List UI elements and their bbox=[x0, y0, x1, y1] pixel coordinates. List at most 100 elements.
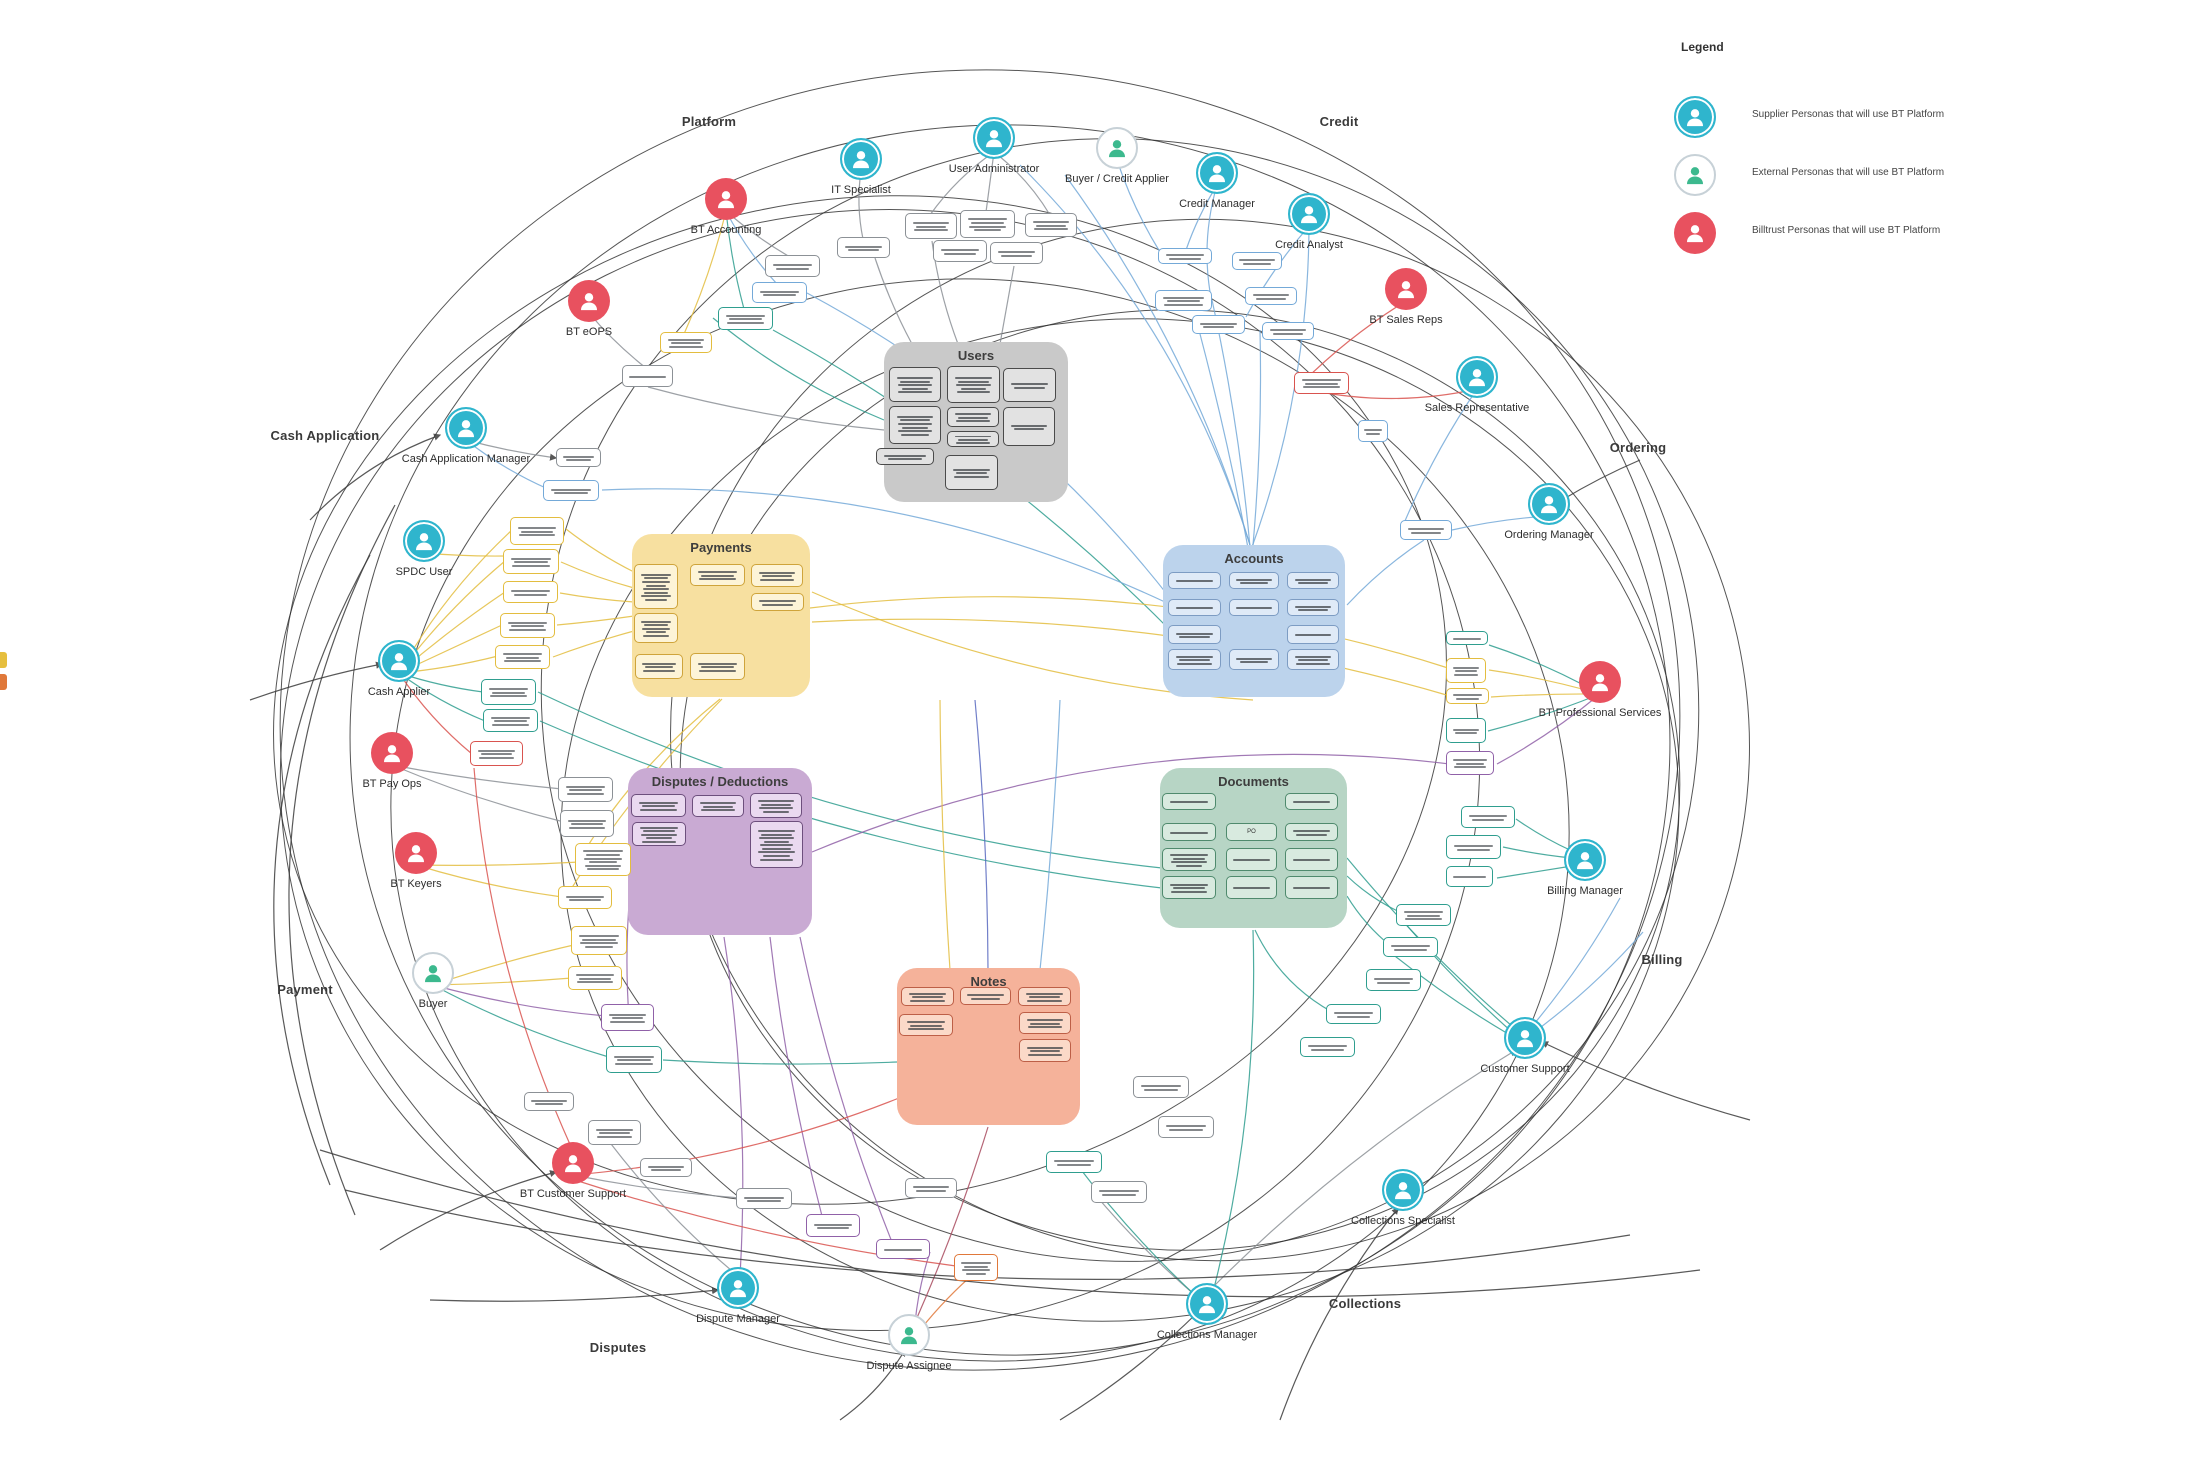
supplier-persona-icon[interactable] bbox=[717, 1267, 759, 1309]
persona-dispute-assignee[interactable]: Dispute Assignee bbox=[867, 1314, 952, 1372]
feature-node[interactable] bbox=[1446, 688, 1489, 704]
feature-node[interactable] bbox=[483, 709, 538, 732]
feature-node[interactable] bbox=[510, 517, 564, 545]
persona-collections-specialist[interactable]: Collections Specialist bbox=[1351, 1169, 1455, 1227]
persona-billing-manager[interactable]: Billing Manager bbox=[1547, 839, 1623, 897]
feature-node[interactable] bbox=[837, 237, 890, 258]
external-persona-icon[interactable] bbox=[412, 952, 454, 994]
feature-node[interactable] bbox=[736, 1188, 792, 1209]
feature-node[interactable] bbox=[1046, 1151, 1102, 1173]
feature-node[interactable] bbox=[558, 777, 613, 802]
feature-node[interactable] bbox=[1287, 649, 1339, 670]
persona-ordering-manager[interactable]: Ordering Manager bbox=[1504, 483, 1594, 541]
feature-node[interactable] bbox=[960, 987, 1011, 1005]
feature-node[interactable] bbox=[606, 1046, 662, 1073]
persona-collections-manager[interactable]: Collections Manager bbox=[1157, 1283, 1257, 1341]
feature-node[interactable] bbox=[1158, 248, 1212, 264]
feature-node[interactable] bbox=[954, 1254, 998, 1281]
billtrust-persona-icon[interactable] bbox=[568, 280, 610, 322]
cluster-accounts[interactable]: Accounts bbox=[1163, 545, 1345, 697]
feature-node[interactable] bbox=[1226, 848, 1277, 871]
feature-node[interactable] bbox=[1446, 718, 1486, 743]
feature-node[interactable] bbox=[1294, 372, 1349, 394]
supplier-persona-icon[interactable] bbox=[840, 138, 882, 180]
feature-node[interactable] bbox=[889, 367, 941, 402]
supplier-persona-icon[interactable] bbox=[1288, 193, 1330, 235]
feature-node[interactable] bbox=[690, 653, 745, 680]
feature-node[interactable] bbox=[622, 365, 673, 387]
persona-bt-pay-ops[interactable]: BT Pay Ops bbox=[362, 732, 422, 790]
supplier-persona-icon[interactable] bbox=[1528, 483, 1570, 525]
billtrust-persona-icon[interactable] bbox=[1579, 661, 1621, 703]
feature-node[interactable] bbox=[947, 366, 1000, 403]
feature-node[interactable] bbox=[905, 1178, 957, 1198]
feature-node[interactable] bbox=[1229, 572, 1279, 589]
feature-node[interactable] bbox=[524, 1092, 574, 1111]
persona-bt-sales-reps[interactable]: BT Sales Reps bbox=[1369, 268, 1443, 326]
cluster-disputes[interactable]: Disputes / Deductions bbox=[628, 768, 812, 935]
feature-node[interactable] bbox=[1287, 625, 1339, 644]
supplier-persona-icon[interactable] bbox=[1504, 1017, 1546, 1059]
feature-node[interactable] bbox=[990, 242, 1043, 264]
feature-node[interactable] bbox=[1168, 625, 1221, 644]
feature-node[interactable] bbox=[1300, 1037, 1355, 1057]
feature-node[interactable] bbox=[1446, 866, 1493, 887]
feature-node[interactable] bbox=[1383, 937, 1438, 957]
billtrust-persona-icon[interactable] bbox=[395, 832, 437, 874]
feature-node[interactable]: PO bbox=[1226, 823, 1277, 841]
feature-node[interactable] bbox=[640, 1158, 692, 1177]
feature-node[interactable] bbox=[632, 822, 686, 846]
feature-node[interactable] bbox=[947, 407, 999, 427]
feature-node[interactable] bbox=[901, 987, 954, 1006]
feature-node[interactable] bbox=[751, 593, 804, 611]
persona-buyer[interactable]: Buyer bbox=[412, 952, 454, 1010]
feature-node[interactable] bbox=[588, 1120, 641, 1145]
feature-node[interactable] bbox=[905, 213, 957, 239]
feature-node[interactable] bbox=[556, 448, 601, 467]
feature-node[interactable] bbox=[503, 581, 558, 603]
feature-node[interactable] bbox=[495, 645, 550, 669]
feature-node[interactable] bbox=[1133, 1076, 1189, 1098]
feature-node[interactable] bbox=[1326, 1004, 1381, 1024]
persona-credit-analyst[interactable]: Credit Analyst bbox=[1275, 193, 1343, 251]
persona-dispute-manager[interactable]: Dispute Manager bbox=[696, 1267, 780, 1325]
feature-node[interactable] bbox=[470, 741, 523, 766]
feature-node[interactable] bbox=[1158, 1116, 1214, 1138]
feature-node[interactable] bbox=[1400, 520, 1452, 540]
feature-node[interactable] bbox=[481, 679, 536, 705]
persona-bt-eops[interactable]: BT eOPS bbox=[566, 280, 612, 338]
feature-node[interactable] bbox=[1019, 1012, 1071, 1034]
persona-sales-representative[interactable]: Sales Representative bbox=[1425, 356, 1529, 414]
feature-node[interactable] bbox=[752, 282, 807, 303]
persona-it-specialist[interactable]: IT Specialist bbox=[831, 138, 891, 196]
persona-cash-application-manager[interactable]: Cash Application Manager bbox=[402, 407, 530, 465]
feature-node[interactable] bbox=[1162, 823, 1216, 841]
feature-node[interactable] bbox=[933, 240, 987, 262]
feature-node[interactable] bbox=[1025, 213, 1077, 237]
feature-node[interactable] bbox=[558, 886, 612, 909]
feature-node[interactable] bbox=[1162, 848, 1216, 871]
feature-node[interactable] bbox=[1285, 848, 1338, 871]
supplier-persona-icon[interactable] bbox=[1564, 839, 1606, 881]
supplier-persona-icon[interactable] bbox=[973, 117, 1015, 159]
feature-node[interactable] bbox=[1358, 420, 1388, 442]
feature-node[interactable] bbox=[1003, 368, 1056, 402]
feature-node[interactable] bbox=[571, 926, 627, 955]
feature-node[interactable] bbox=[1287, 599, 1339, 616]
feature-node[interactable] bbox=[1446, 658, 1486, 683]
persona-user-administrator[interactable]: User Administrator bbox=[949, 117, 1039, 175]
feature-node[interactable] bbox=[1155, 290, 1212, 311]
feature-node[interactable] bbox=[543, 480, 599, 501]
feature-node[interactable] bbox=[634, 613, 678, 643]
billtrust-persona-icon[interactable] bbox=[1385, 268, 1427, 310]
feature-node[interactable] bbox=[1446, 631, 1488, 645]
feature-node[interactable] bbox=[1446, 835, 1501, 859]
supplier-persona-icon[interactable] bbox=[1456, 356, 1498, 398]
feature-node[interactable] bbox=[1168, 572, 1221, 589]
feature-node[interactable] bbox=[1262, 322, 1314, 340]
feature-node[interactable] bbox=[751, 564, 803, 587]
persona-buyer-credit-applier[interactable]: Buyer / Credit Applier bbox=[1065, 127, 1169, 185]
feature-node[interactable] bbox=[692, 795, 744, 817]
feature-node[interactable] bbox=[1018, 987, 1071, 1006]
